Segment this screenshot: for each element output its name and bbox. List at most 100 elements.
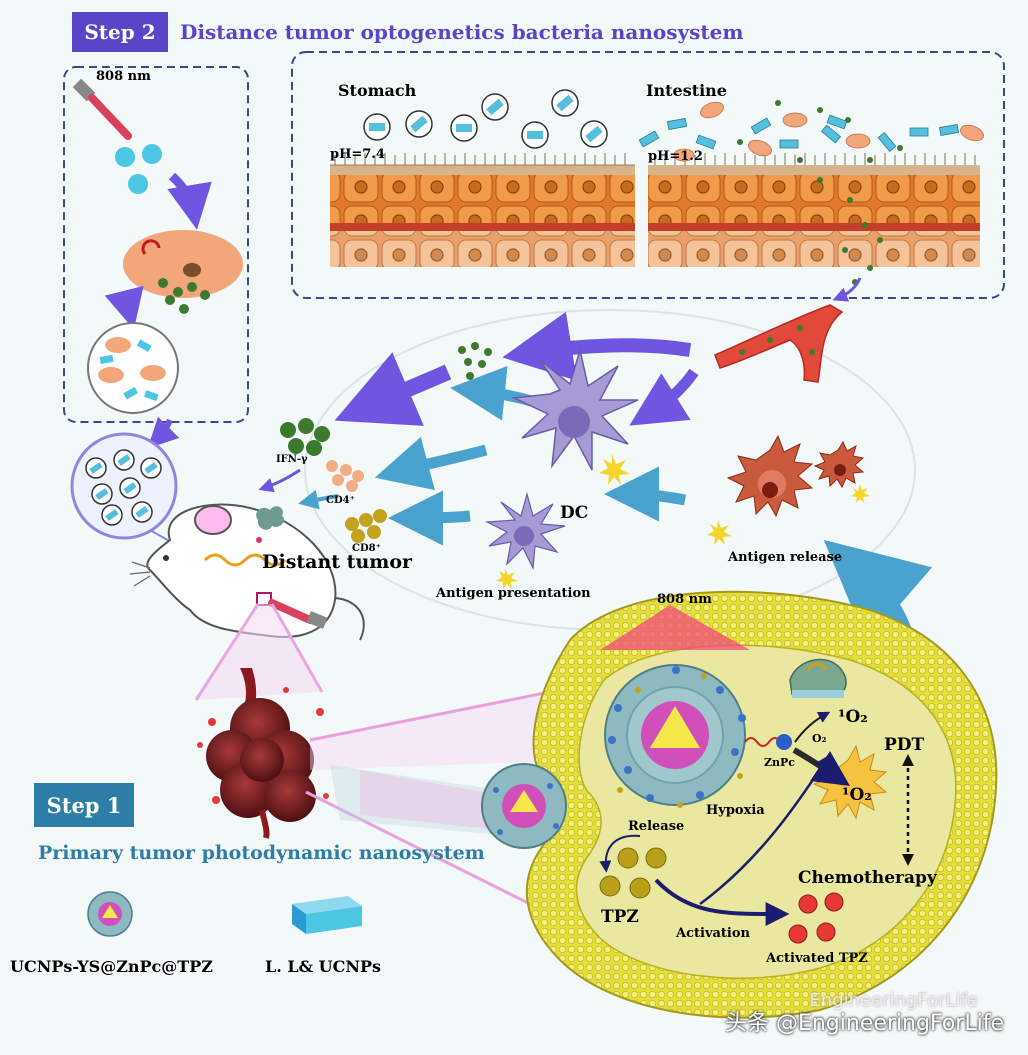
nanoparticle-tpz-dots <box>617 673 743 808</box>
release-label: Release <box>628 819 684 834</box>
arrow-blue <box>388 490 471 546</box>
motion-trail <box>330 765 500 835</box>
left-dashed-panel <box>63 66 249 423</box>
arrow-purple <box>832 277 862 302</box>
ucnp-dot <box>142 144 162 164</box>
step2-badge: Step 2 <box>72 12 168 52</box>
activated-tpz-molecules <box>788 892 844 944</box>
capsule-cores <box>89 454 158 521</box>
watermark-ghost: EngineeringForLife <box>809 990 978 1011</box>
primary-tumor <box>197 668 329 839</box>
antigen-star-icon <box>496 568 518 589</box>
cd4-label: CD4⁺ <box>326 495 355 506</box>
arrow-hypoxia <box>699 754 830 906</box>
zoom-line <box>194 603 260 701</box>
activation-label: Activation <box>675 926 751 941</box>
distant-tumor-label: Distant tumor <box>262 551 413 573</box>
laser-pointer-bottom <box>268 599 328 629</box>
watermark: 头条 @EngineeringForLife <box>724 1011 1004 1036</box>
znpc-label: ZnPc <box>764 756 795 769</box>
membrane-receptor <box>789 658 847 698</box>
arrow-purple <box>334 352 452 426</box>
step1-title: Primary tumor photodynamic nanosystem <box>38 842 485 864</box>
arrow-black <box>794 711 831 743</box>
antigen-star-icon <box>851 484 870 503</box>
arrow-purple <box>502 311 692 381</box>
arrow-purple <box>629 368 699 426</box>
zoom-ray <box>310 690 580 770</box>
legend-nanoparticle-label: UCNPs-YS@ZnPc@TPZ <box>10 957 213 976</box>
antigen-release-label: Antigen release <box>727 550 842 565</box>
nanoparticle-small-core <box>510 790 538 812</box>
zoom-line <box>270 603 324 693</box>
singlet-oxygen-top-label: ¹O₂ <box>838 707 868 727</box>
arrow-blue <box>298 489 339 510</box>
dendritic-cell <box>511 349 639 471</box>
singlet-oxygen-burst-label: ¹O₂ <box>842 785 872 805</box>
energy-wave <box>744 737 782 747</box>
laser-label-bottom: 808 nm <box>657 592 712 607</box>
antigen-presentation-label: Antigen presentation <box>435 586 591 601</box>
zoom-line <box>309 688 561 742</box>
mouse-illustration <box>129 503 365 641</box>
dying-tumor-cell-small <box>813 440 865 489</box>
cytokine-cluster-top <box>458 342 492 380</box>
tumor-zoom-cone <box>196 604 322 700</box>
laser-pointer-top <box>72 78 132 140</box>
stomach-label: Stomach <box>338 81 417 100</box>
chemotherapy-label: Chemotherapy <box>798 868 938 888</box>
legend-bacteria-label: L. L& UCNPs <box>265 957 381 976</box>
plasmid-icon <box>141 239 161 255</box>
nanoparticle-zinc-dots <box>608 666 746 802</box>
blood-vessel <box>714 304 844 383</box>
nucleoid <box>183 263 201 277</box>
green-particles <box>158 278 210 314</box>
legend-nanoparticle-icon <box>87 891 133 937</box>
nanoparticle-small-dots <box>493 783 559 835</box>
intestine-label: Intestine <box>646 81 727 100</box>
dc-label: DC <box>560 503 588 523</box>
stomach-ph-label: pH=7.4 <box>330 147 385 162</box>
ifn-cluster <box>280 418 330 456</box>
bacteria-magnifier <box>87 322 179 414</box>
laser-label-top: 808 nm <box>96 69 151 84</box>
o2-label: O₂ <box>812 732 827 745</box>
stomach-capsules <box>363 89 608 149</box>
bacterium-cell <box>123 230 243 298</box>
arrow-purple <box>147 416 180 449</box>
ucnp-dot <box>115 147 135 167</box>
znpc-molecule <box>776 734 792 750</box>
pdt-label: PDT <box>884 735 925 755</box>
arrow-activation <box>654 878 790 927</box>
motion-trail <box>360 770 500 830</box>
arrow-blue <box>374 436 488 491</box>
cd8-label: CD8⁺ <box>352 543 381 554</box>
arrow-purple <box>258 468 301 493</box>
arrow-purple <box>104 285 144 330</box>
cd4-cluster <box>326 460 364 492</box>
antigen-star-icon <box>599 454 630 485</box>
activated-tpz-label: Activated TPZ <box>765 951 868 966</box>
intestine-tissue <box>648 165 980 267</box>
laser-light-cone <box>600 605 750 650</box>
dying-tumor-cell <box>726 434 814 518</box>
step1-badge: Step 1 <box>34 783 134 827</box>
gut-dashed-panel <box>291 51 1005 299</box>
intestine-contents <box>638 100 984 285</box>
intestine-ph-label: pH=1.2 <box>648 149 703 164</box>
cd8-cluster <box>345 509 387 543</box>
arrow-release <box>599 834 641 873</box>
tpz-label: TPZ <box>601 907 639 927</box>
pdt-chemo-link-arrowhead <box>902 854 914 866</box>
pdt-chemo-link-arrowhead <box>902 754 914 766</box>
ucnp-dot <box>128 174 148 194</box>
nanoparticle-core <box>650 706 700 748</box>
stomach-tissue <box>330 164 635 267</box>
arrow-purple <box>167 172 212 230</box>
bacteria-cluster <box>98 337 166 402</box>
arrow-blue <box>604 466 687 522</box>
step2-title: Distance tumor optogenetics bacteria nan… <box>180 20 744 44</box>
ifn-label: IFN-γ <box>276 454 308 465</box>
hypoxia-label: Hypoxia <box>706 803 765 818</box>
